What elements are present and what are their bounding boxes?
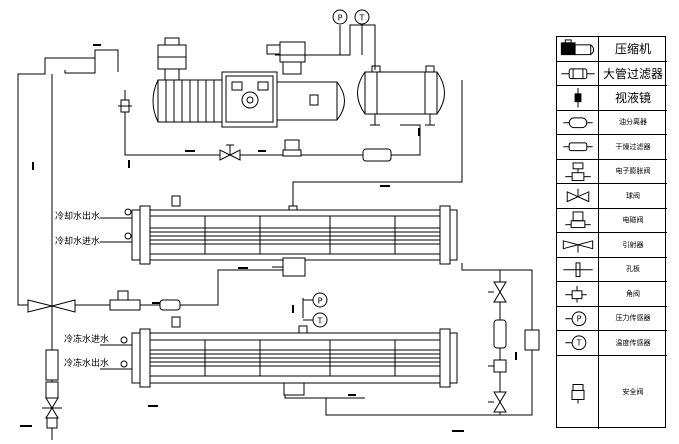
pressure-sensor-icon: P — [557, 306, 599, 330]
legend-row-ejector: 引射器 — [557, 233, 667, 258]
evaporator-water-in-label: 冷冻水进水 — [64, 335, 110, 345]
legend-row-pressure-sensor: P 压力传感器 — [557, 306, 667, 331]
solenoid-valve-icon — [557, 208, 599, 232]
sight-glass-icon — [557, 86, 599, 110]
top-temperature-gauge: T — [359, 14, 365, 23]
legend-row-compressor: 压缩机 — [557, 37, 667, 62]
top-gauges — [332, 9, 370, 55]
legend-label-safety-valve: 安全阀 — [622, 388, 644, 396]
legend-row-temperature-sensor: T 温度传感器 — [557, 331, 667, 356]
temperature-sensor-symbol: T — [576, 339, 582, 348]
middle-temperature-gauge: T — [317, 317, 323, 326]
strainer-icon — [557, 61, 599, 85]
legend-label-oil-separator: 油分离器 — [619, 118, 647, 127]
left-sight-glass — [118, 99, 132, 113]
legend-label-expansion-valve: 电子膨胀阀 — [615, 167, 651, 176]
legend-label-filter-drier: 干燥过滤器 — [615, 142, 651, 151]
left-lower-components — [42, 349, 62, 440]
compressor — [152, 37, 345, 128]
condenser-water-out-label: 冷却水出水 — [55, 212, 101, 222]
condenser — [100, 195, 458, 265]
expansion-valve-icon — [557, 159, 599, 183]
legend-label-compressor: 压缩机 — [614, 42, 651, 57]
legend-label-orifice-plate: 孔板 — [626, 265, 640, 274]
oil-separator — [357, 65, 445, 126]
legend-label-ejector: 引射器 — [622, 240, 644, 249]
legend-label-sight-glass: 视液镜 — [614, 91, 651, 106]
left-ejector — [27, 290, 181, 313]
right-side-components — [488, 281, 540, 413]
legend-row-strainer: 大管过滤器 — [557, 61, 667, 86]
legend-row-oil-separator: 油分离器 — [557, 110, 667, 135]
flow-arrows — [20, 44, 517, 432]
temperature-sensor-icon: T — [557, 331, 599, 355]
safety-valve-icon — [557, 355, 599, 429]
legend-label-solenoid-valve: 电磁阀 — [622, 216, 644, 225]
legend-row-orifice-plate: 孔板 — [557, 257, 667, 282]
pressure-sensor-symbol: P — [577, 314, 582, 323]
evaporator — [100, 316, 458, 396]
ejector-icon — [557, 233, 599, 257]
legend-row-filter-drier: 干燥过滤器 — [557, 135, 667, 160]
filter-drier-icon — [557, 135, 599, 159]
compressor-icon — [557, 37, 599, 61]
condenser-water-in-label: 冷却水进水 — [55, 237, 101, 247]
legend-row-solenoid-valve: 电磁阀 — [557, 208, 667, 233]
legend-label-ball-valve: 球阀 — [626, 191, 640, 200]
evaporator-water-out-label: 冷冻水出水 — [64, 359, 110, 369]
top-pressure-gauge: P — [338, 14, 343, 23]
angle-valve-icon — [557, 282, 599, 306]
middle-pressure-gauge: P — [318, 297, 323, 306]
legend-row-ball-valve: 球阀 — [557, 184, 667, 209]
bottom-solenoid-valve — [282, 139, 302, 157]
orifice-plate-icon — [557, 257, 599, 281]
legend-row-angle-valve: 角阀 — [557, 282, 667, 307]
liquid-receiver-box — [272, 257, 306, 277]
legend-row-safety-valve: 安全阀 — [557, 355, 667, 429]
legend-row-sight-glass: 视液镜 — [557, 86, 667, 111]
legend-row-expansion-valve: 电子膨胀阀 — [557, 159, 667, 184]
oil-separator-icon — [557, 110, 599, 134]
legend-label-strainer: 大管过滤器 — [602, 66, 663, 81]
legend-label-pressure-sensor: 压力传感器 — [615, 314, 651, 323]
legend-label-temperature-sensor: 温度传感器 — [615, 338, 651, 347]
ball-valve-icon — [557, 184, 599, 208]
middle-gauges — [312, 292, 328, 328]
bottom-ball-valve — [219, 144, 241, 161]
legend-table: 压缩机 大管过滤器 视液镜 油分离器 干燥过滤器 电子膨胀阀 球阀 — [556, 36, 667, 429]
bottom-filter-drier — [360, 148, 395, 162]
legend-label-angle-valve: 角阀 — [626, 289, 640, 298]
